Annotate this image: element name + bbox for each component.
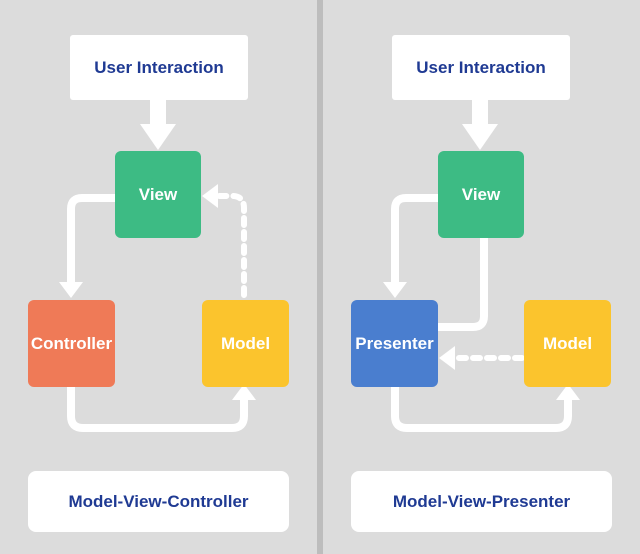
mvc-view-label: View [138, 184, 178, 204]
mvp-arrow-interaction-to-view [462, 100, 498, 150]
mvp-line-presenter-to-view [437, 238, 488, 331]
mvp-model-label: Model [542, 333, 593, 353]
mvp-model-node: Model [524, 300, 611, 387]
mvp-caption-box: Model-View-Presenter [351, 471, 612, 532]
mvc-user-interaction-box: User Interaction [70, 35, 248, 100]
mvp-arrow-presenter-to-model [391, 384, 580, 432]
mvp-caption-label: Model-View-Presenter [392, 491, 571, 511]
mvp-view-label: View [461, 184, 501, 204]
mvp-user-interaction-label: User Interaction [416, 57, 546, 77]
mvp-arrow-model-to-presenter-dotted [439, 346, 525, 370]
mvc-caption-label: Model-View-Controller [68, 491, 249, 511]
mvc-caption-box: Model-View-Controller [28, 471, 289, 532]
mvc-model-label: Model [220, 333, 271, 353]
mvp-user-interaction-box: User Interaction [392, 35, 570, 100]
mvc-arrow-view-to-controller [59, 194, 115, 298]
mvp-arrow-view-to-presenter [383, 194, 438, 298]
mvc-arrow-interaction-to-view [140, 100, 176, 150]
mvc-arrow-controller-to-model [67, 384, 256, 432]
mvp-presenter-node: Presenter [351, 300, 438, 387]
mvp-presenter-label: Presenter [355, 333, 434, 353]
mvc-model-node: Model [202, 300, 289, 387]
mvc-controller-label: Controller [30, 333, 113, 353]
mvc-view-node: View [115, 151, 201, 238]
mvc-user-interaction-label: User Interaction [94, 57, 224, 77]
mvp-view-node: View [438, 151, 524, 238]
mvc-arrow-model-to-view-dotted [202, 184, 247, 298]
mvc-controller-node: Controller [28, 300, 115, 387]
panel-divider [317, 0, 323, 554]
